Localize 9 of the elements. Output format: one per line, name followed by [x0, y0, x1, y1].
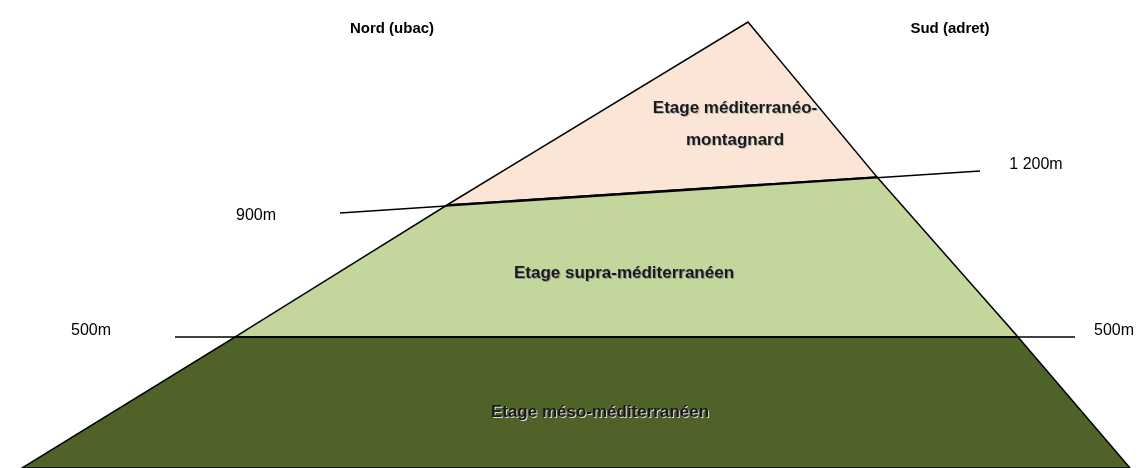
- altitude-label: 900m: [236, 206, 276, 224]
- slope-label: Sud (adret): [910, 18, 990, 36]
- belt-label: Etage méditerranéo-montagnard: [651, 97, 819, 151]
- belt-label: Etage méso-méditerranéen: [489, 401, 711, 423]
- altitude-label: 500m: [1094, 321, 1134, 339]
- belt-label: Etage supra-méditerranéen: [512, 262, 736, 284]
- slope-label: Nord (ubac): [349, 18, 435, 36]
- altitude-label: 1 200m: [1009, 155, 1063, 173]
- altitude-label: 500m: [71, 321, 111, 339]
